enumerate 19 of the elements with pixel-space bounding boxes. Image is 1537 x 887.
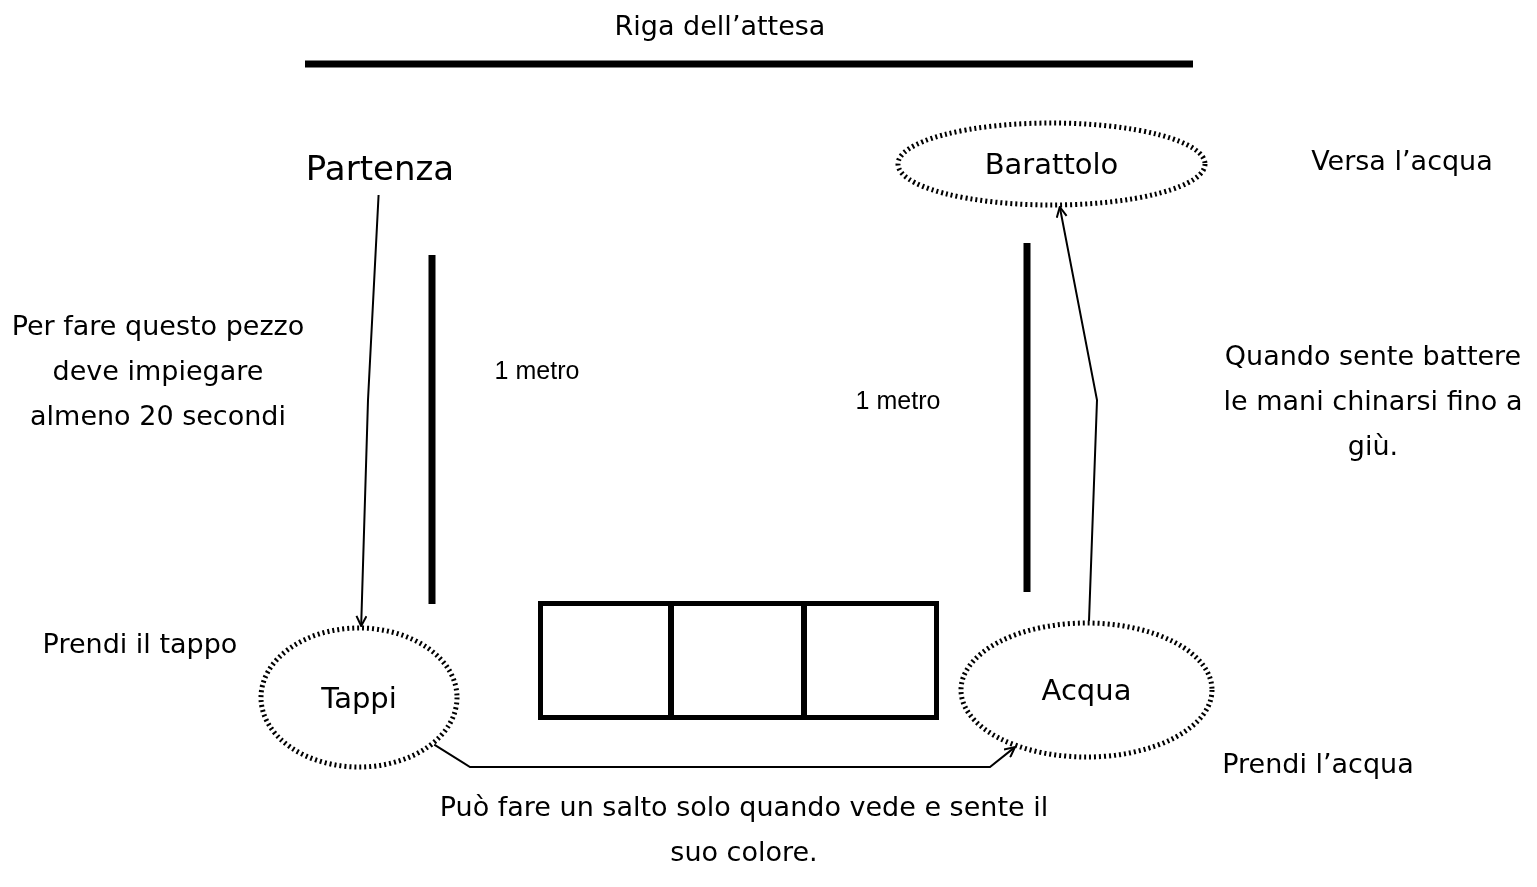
instruction-text: Per fare questo pezzo deve impiegare almeno 20 secondi [10, 309, 306, 433]
instruction-text: Quando sente battere le mani chinarsi fino a giù. [1223, 339, 1523, 463]
line-caption: Riga dell’attesa [613, 9, 827, 43]
node-label: Tappi [321, 680, 397, 715]
note-text: Versa l’acqua [1310, 144, 1494, 178]
note-text: Prendi il tappo [41, 627, 239, 661]
note-text: Prendi l’acqua [1221, 747, 1415, 781]
arrow [1055, 205, 1098, 622]
dotted-ellipse [958, 620, 1215, 760]
dotted-ellipse [895, 120, 1208, 208]
node-label: Acqua [1041, 673, 1132, 707]
dotted-ellipse [258, 625, 460, 770]
dimension-text: 1 metro [854, 385, 942, 416]
arrow [355, 194, 380, 627]
arrow [433, 743, 1016, 768]
dimension-text: 1 metro [493, 355, 581, 386]
node-label: Barattolo [984, 147, 1119, 181]
instruction-text: Può fare un salto solo quando vede e sente il suo colore. [438, 790, 1050, 869]
node-label: Partenza [305, 147, 455, 188]
